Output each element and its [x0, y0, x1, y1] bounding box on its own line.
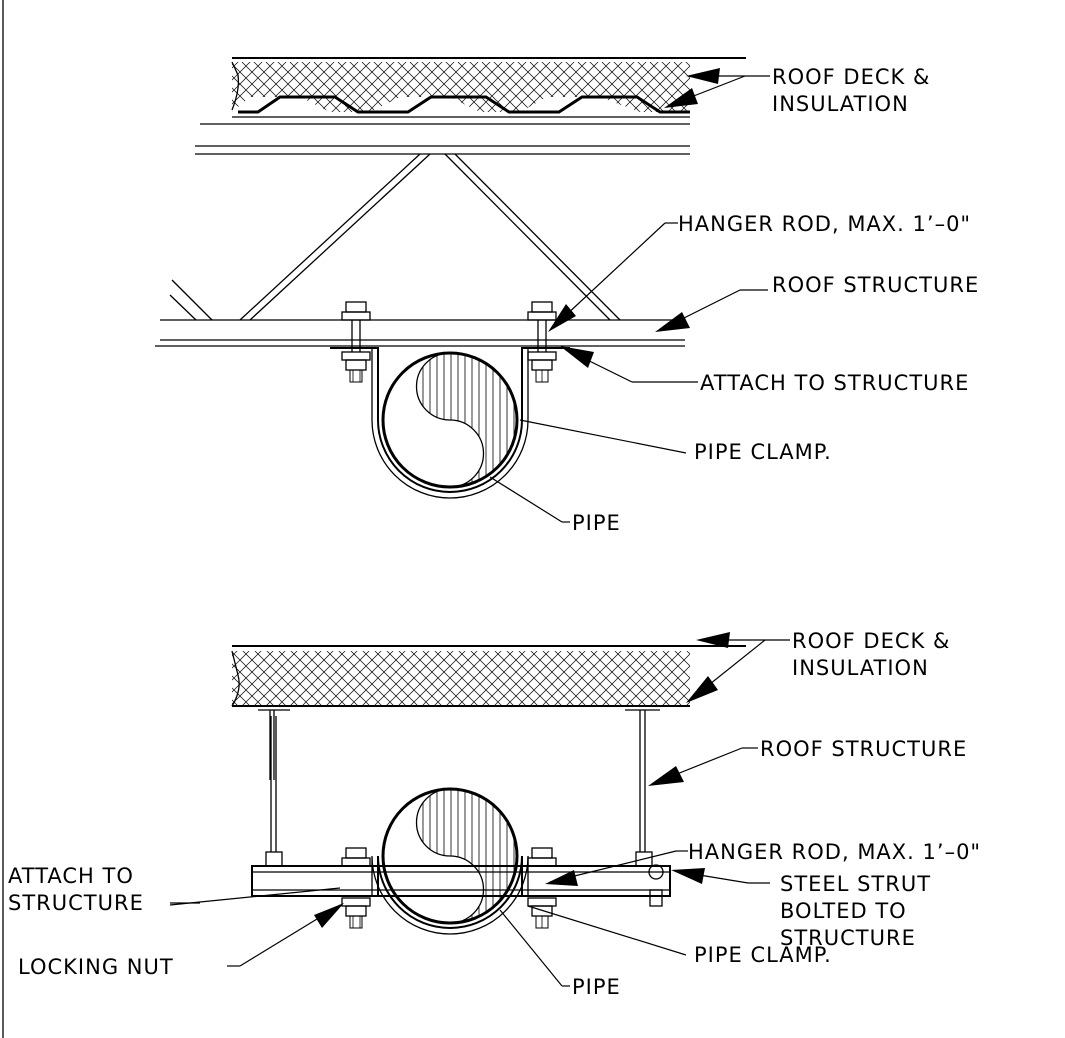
top-pipe-clamp-label: PIPE CLAMP.	[694, 440, 832, 464]
top-roof-deck	[200, 57, 746, 125]
bottom-steel-strut-label-1: STEEL STRUT	[780, 872, 931, 896]
top-pipe-label: PIPE	[572, 511, 621, 535]
top-hanger-rod-label: HANGER ROD, MAX. 1’–0"	[678, 212, 971, 236]
bottom-pipe-clamp-label: PIPE CLAMP.	[694, 943, 832, 967]
top-pipe	[381, 351, 519, 489]
bottom-steel-strut	[251, 864, 671, 907]
bottom-pipe-label: PIPE	[572, 975, 621, 999]
top-detail: ROOF DECK & INSULATION HANGER ROD, MAX. …	[155, 57, 979, 535]
bottom-pipe	[381, 787, 519, 925]
bottom-roof-structure-label: ROOF STRUCTURE	[760, 737, 967, 761]
bottom-hanger-left	[258, 709, 290, 867]
bottom-attach-label-2: STRUCTURE	[8, 891, 144, 915]
top-truss	[155, 145, 690, 347]
bottom-roof-deck-label-2: INSULATION	[792, 656, 929, 680]
top-bolt-left	[341, 301, 371, 383]
top-roof-structure-label: ROOF STRUCTURE	[772, 273, 979, 297]
bottom-roof-deck	[231, 645, 746, 707]
bottom-bolt-right	[527, 847, 557, 929]
top-attach-label: ATTACH TO STRUCTURE	[700, 371, 969, 395]
bottom-hanger-right	[625, 709, 660, 867]
bottom-locking-nut-label: LOCKING NUT	[18, 955, 174, 979]
top-bolt-right	[527, 301, 557, 383]
top-roof-deck-label-1: ROOF DECK &	[772, 65, 930, 89]
bottom-bolt-left	[341, 847, 371, 929]
bottom-hanger-rod-label: HANGER ROD, MAX. 1’–0"	[688, 840, 981, 864]
bottom-steel-strut-label-2: BOLTED TO	[780, 899, 907, 923]
bottom-detail: ROOF DECK & INSULATION ROOF STRUCTURE HA…	[8, 629, 981, 999]
bottom-attach-label-1: ATTACH TO	[8, 864, 134, 888]
bottom-leaders	[169, 632, 790, 987]
bottom-pipe-clamp	[330, 855, 570, 935]
bottom-roof-deck-label-1: ROOF DECK &	[792, 629, 950, 653]
top-pipe-clamp	[330, 347, 570, 499]
top-roof-deck-label-2: INSULATION	[772, 92, 909, 116]
bottom-steel-strut-label-3: STRUCTURE	[780, 926, 916, 950]
top-leaders	[489, 68, 770, 523]
